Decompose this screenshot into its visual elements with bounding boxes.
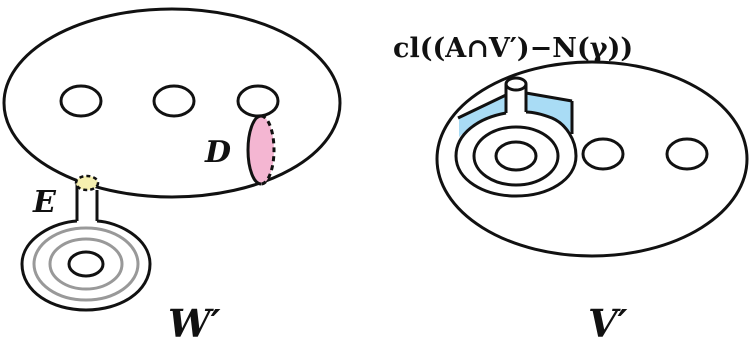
disk-d	[246, 114, 276, 186]
v-prime-label: V′	[588, 301, 628, 345]
lower-body-outline	[20, 219, 152, 312]
spindle-cap	[504, 76, 528, 92]
v-prime-panel: cl((A∩V′)−N(γ)) V′	[393, 33, 749, 345]
disk-d-fill	[248, 116, 274, 184]
v-prime-caption: cl((A∩V′)−N(γ))	[393, 33, 633, 64]
disk-e-edge	[74, 174, 100, 192]
disk-d-label: D	[204, 135, 231, 170]
spiral-inner	[494, 140, 538, 172]
w-prime-hole-2	[152, 84, 196, 118]
disk-e	[74, 174, 100, 192]
w-prime-hole-3	[236, 84, 280, 118]
w-prime-body	[2, 7, 342, 199]
w-prime-hole-1	[59, 84, 103, 118]
lower-ring-outer	[32, 226, 140, 302]
v-prime-hole-1	[581, 137, 625, 171]
spiral-middle	[472, 125, 560, 187]
w-prime-label: W′	[168, 301, 221, 345]
spiral-outer	[454, 110, 578, 198]
disk-e-fill	[76, 176, 98, 190]
band-left-top-edge	[457, 93, 507, 120]
v-prime-hole-2	[665, 137, 709, 171]
disk-d-back-edge	[260, 114, 276, 186]
v-prime-body	[435, 60, 749, 258]
w-prime-panel: D E W′	[2, 7, 342, 345]
lower-ring-middle	[48, 237, 124, 291]
disk-e-label: E	[32, 185, 57, 220]
lower-ring-inner	[67, 250, 105, 278]
disk-d-front-edge	[246, 114, 262, 186]
band-right-top-edge	[525, 91, 573, 103]
